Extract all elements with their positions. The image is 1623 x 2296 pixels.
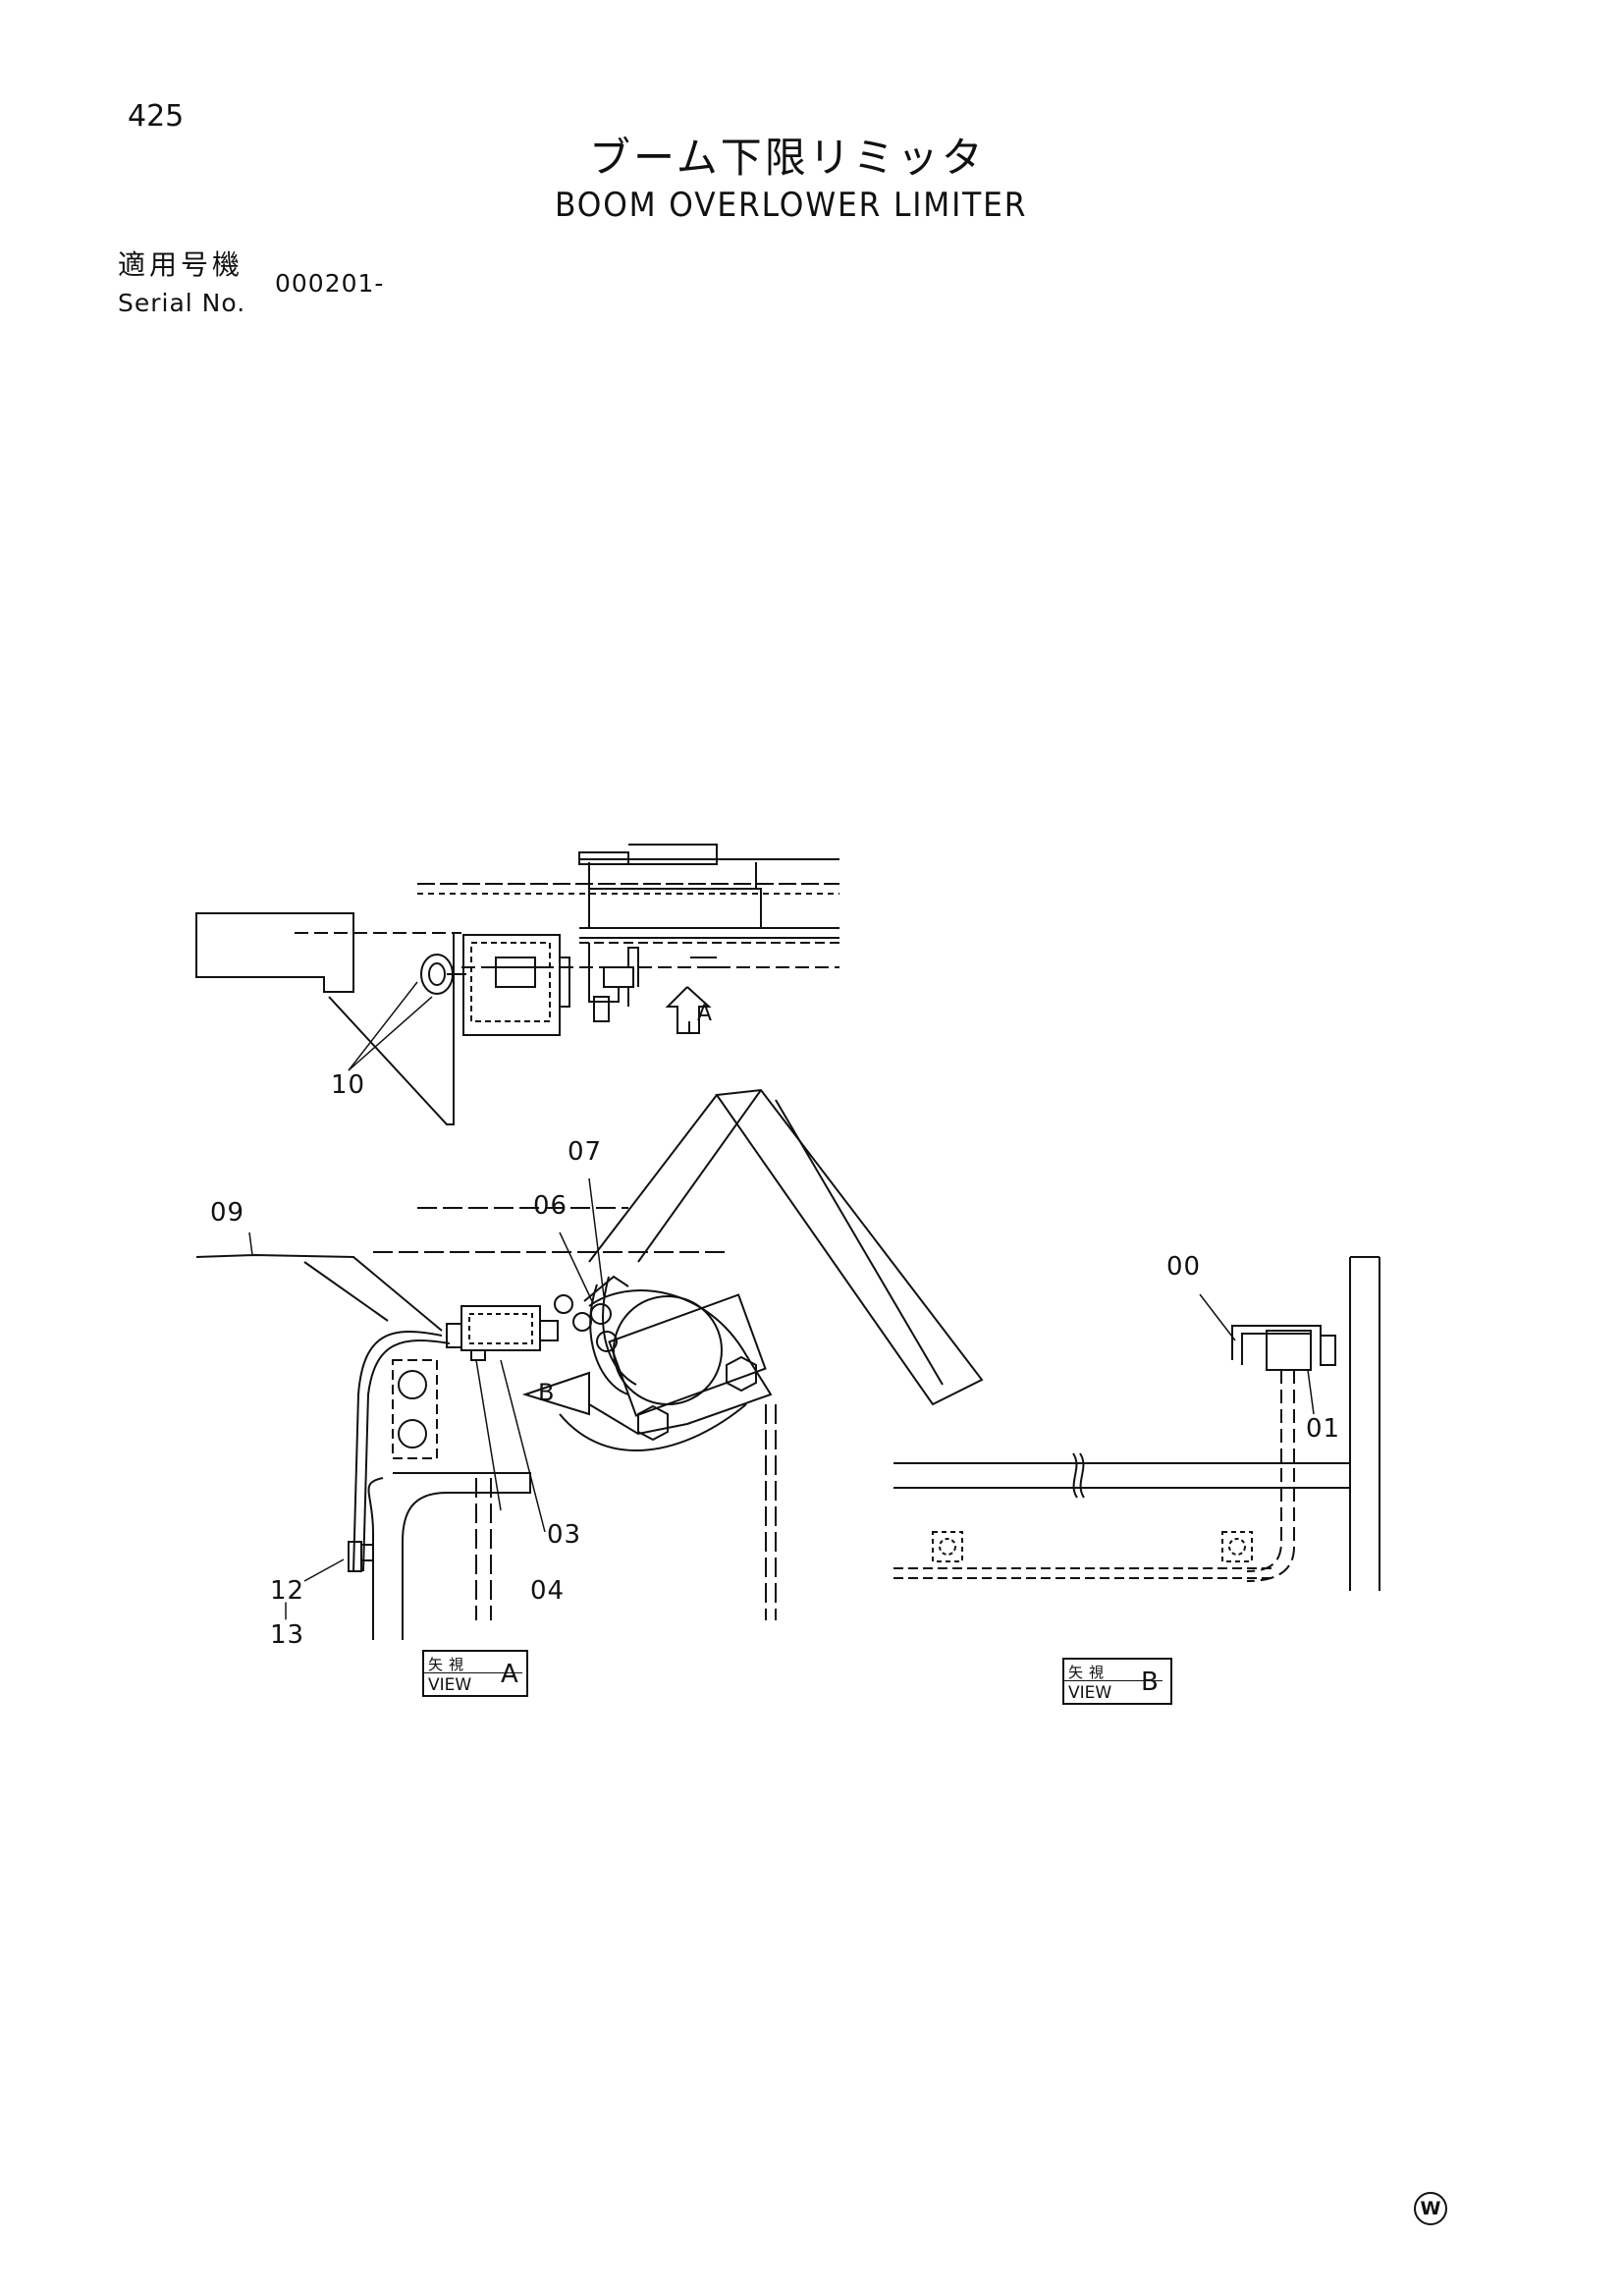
view-b-label-rule [1064, 1680, 1163, 1681]
serial-number-value: 000201- [275, 269, 385, 298]
view-a-drawing [195, 1088, 984, 1640]
view-a-label-rule [424, 1672, 522, 1673]
callout-07: 07 [568, 1137, 603, 1167]
view-b-label: 矢視 VIEW B [1062, 1658, 1172, 1705]
upper-view-drawing [195, 844, 839, 1125]
footer-mark: W [1414, 2192, 1447, 2225]
view-a-label-letter: A [501, 1660, 518, 1689]
view-a-arrow-letter: A [697, 1002, 714, 1026]
callout-separator: | [283, 1600, 291, 1620]
view-b-label-english: VIEW [1068, 1683, 1112, 1703]
callout-03: 03 [547, 1520, 582, 1550]
serial-label-english: Serial No. [118, 289, 246, 317]
view-a-label-japanese: 矢視 [428, 1656, 470, 1673]
serial-label-japanese: 適用号機 [118, 248, 244, 281]
callout-01: 01 [1306, 1414, 1341, 1444]
callout-04: 04 [530, 1576, 566, 1606]
callout-10: 10 [331, 1070, 366, 1100]
callout-09: 09 [210, 1198, 245, 1228]
view-b-label-letter: B [1141, 1667, 1159, 1697]
view-b-drawing [893, 1256, 1380, 1591]
callout-00: 00 [1166, 1252, 1202, 1282]
callout-12: 12 [270, 1576, 305, 1606]
page-title-english: BOOM OVERLOWER LIMITER [555, 186, 1028, 225]
page-number: 425 [128, 99, 185, 134]
view-a-label-english: VIEW [428, 1675, 472, 1695]
view-a-label: 矢視 VIEW A [422, 1650, 528, 1697]
callout-13: 13 [270, 1620, 305, 1650]
page-title-japanese: ブーム下限リミッタ [589, 134, 986, 182]
view-b-arrow-letter: B [538, 1379, 556, 1406]
view-b-label-japanese: 矢視 [1068, 1664, 1110, 1681]
callout-06: 06 [533, 1191, 568, 1221]
